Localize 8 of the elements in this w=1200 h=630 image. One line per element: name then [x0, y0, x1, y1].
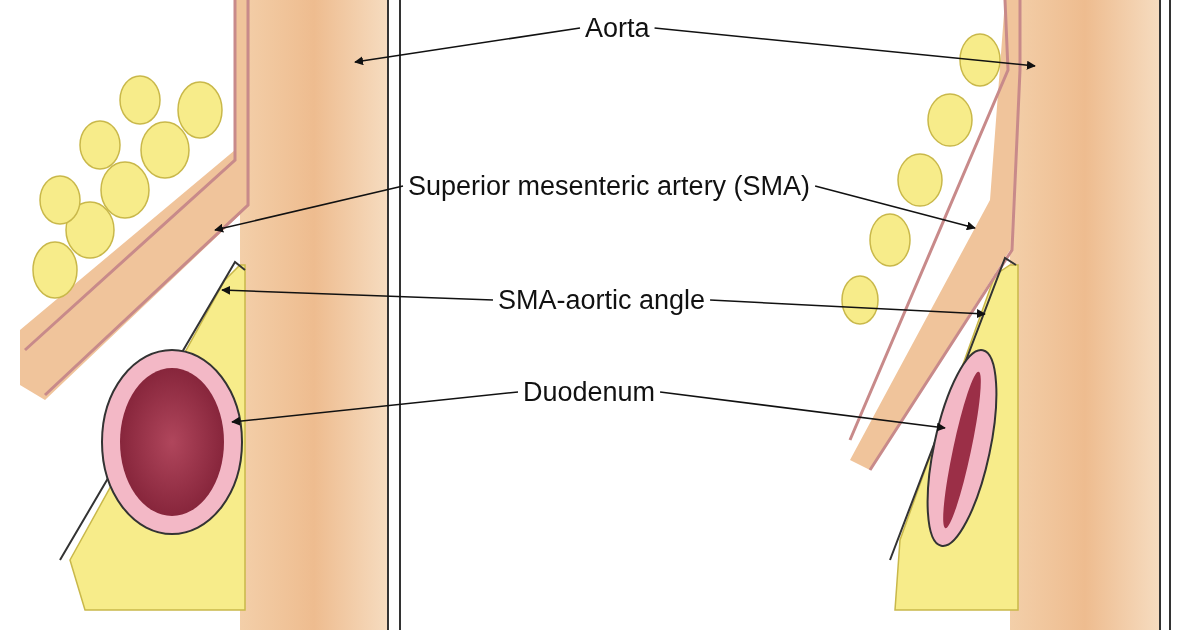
leader-line	[709, 299, 986, 319]
leader-line	[814, 185, 976, 231]
leader-line	[354, 27, 581, 66]
leader-line	[659, 391, 946, 432]
leader-line	[231, 391, 519, 426]
leader-line	[221, 285, 494, 301]
leader-line	[214, 185, 404, 233]
leader-line	[653, 27, 1036, 70]
